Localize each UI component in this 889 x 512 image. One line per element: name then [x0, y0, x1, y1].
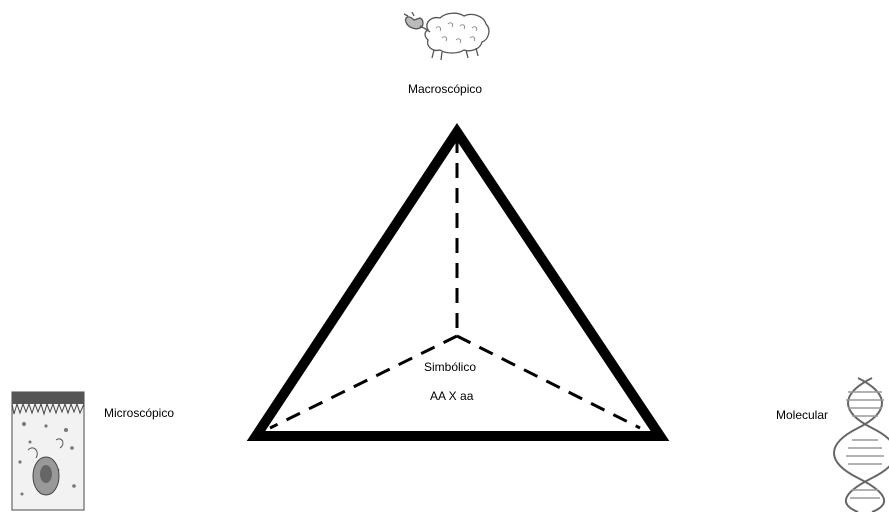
- dna-helix-icon: [833, 377, 889, 512]
- microscopic-label: Microscópico: [104, 406, 175, 420]
- dashed-line-right: [456, 334, 641, 430]
- cell-tissue-icon: [11, 391, 85, 511]
- macroscopic-label: Macroscópico: [408, 82, 483, 96]
- dashed-line-left: [269, 334, 458, 430]
- symbolic-label: Simbólico: [424, 360, 477, 374]
- dashed-connectors: [269, 138, 641, 430]
- genotype-cross-label: AA X aa: [430, 389, 474, 403]
- main-triangle: [246, 122, 670, 441]
- molecular-label: Molecular: [776, 408, 829, 422]
- sheep-icon: [403, 11, 490, 61]
